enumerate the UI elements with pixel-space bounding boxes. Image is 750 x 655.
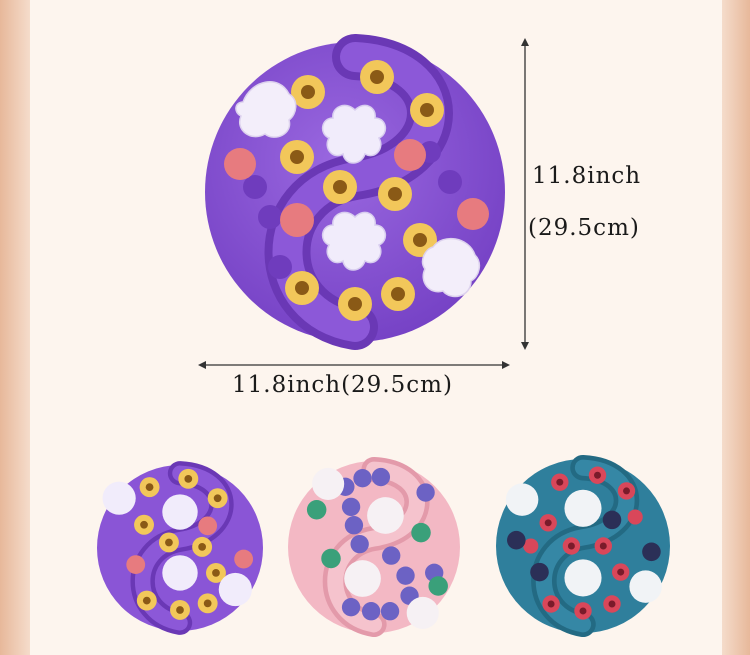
height-cm-label: (29.5cm) bbox=[528, 215, 640, 241]
variant-pink-image bbox=[288, 456, 460, 638]
width-dimension-arrow bbox=[198, 361, 510, 369]
variant-blue-image bbox=[496, 454, 670, 638]
hidden-wells bbox=[243, 141, 462, 279]
right-frame bbox=[722, 0, 750, 655]
width-label: 11.8inch(29.5cm) bbox=[232, 372, 453, 398]
flower-covers bbox=[321, 104, 387, 271]
main-puzzle-image bbox=[205, 34, 505, 350]
variant-purple-image bbox=[97, 461, 263, 635]
white-ghost-pieces bbox=[235, 81, 481, 298]
left-frame bbox=[0, 0, 30, 655]
yellow-knobs bbox=[280, 60, 444, 321]
height-dimension-arrow bbox=[521, 38, 529, 350]
height-inch-label: 11.8inch bbox=[532, 163, 642, 189]
pink-balls bbox=[224, 139, 489, 237]
